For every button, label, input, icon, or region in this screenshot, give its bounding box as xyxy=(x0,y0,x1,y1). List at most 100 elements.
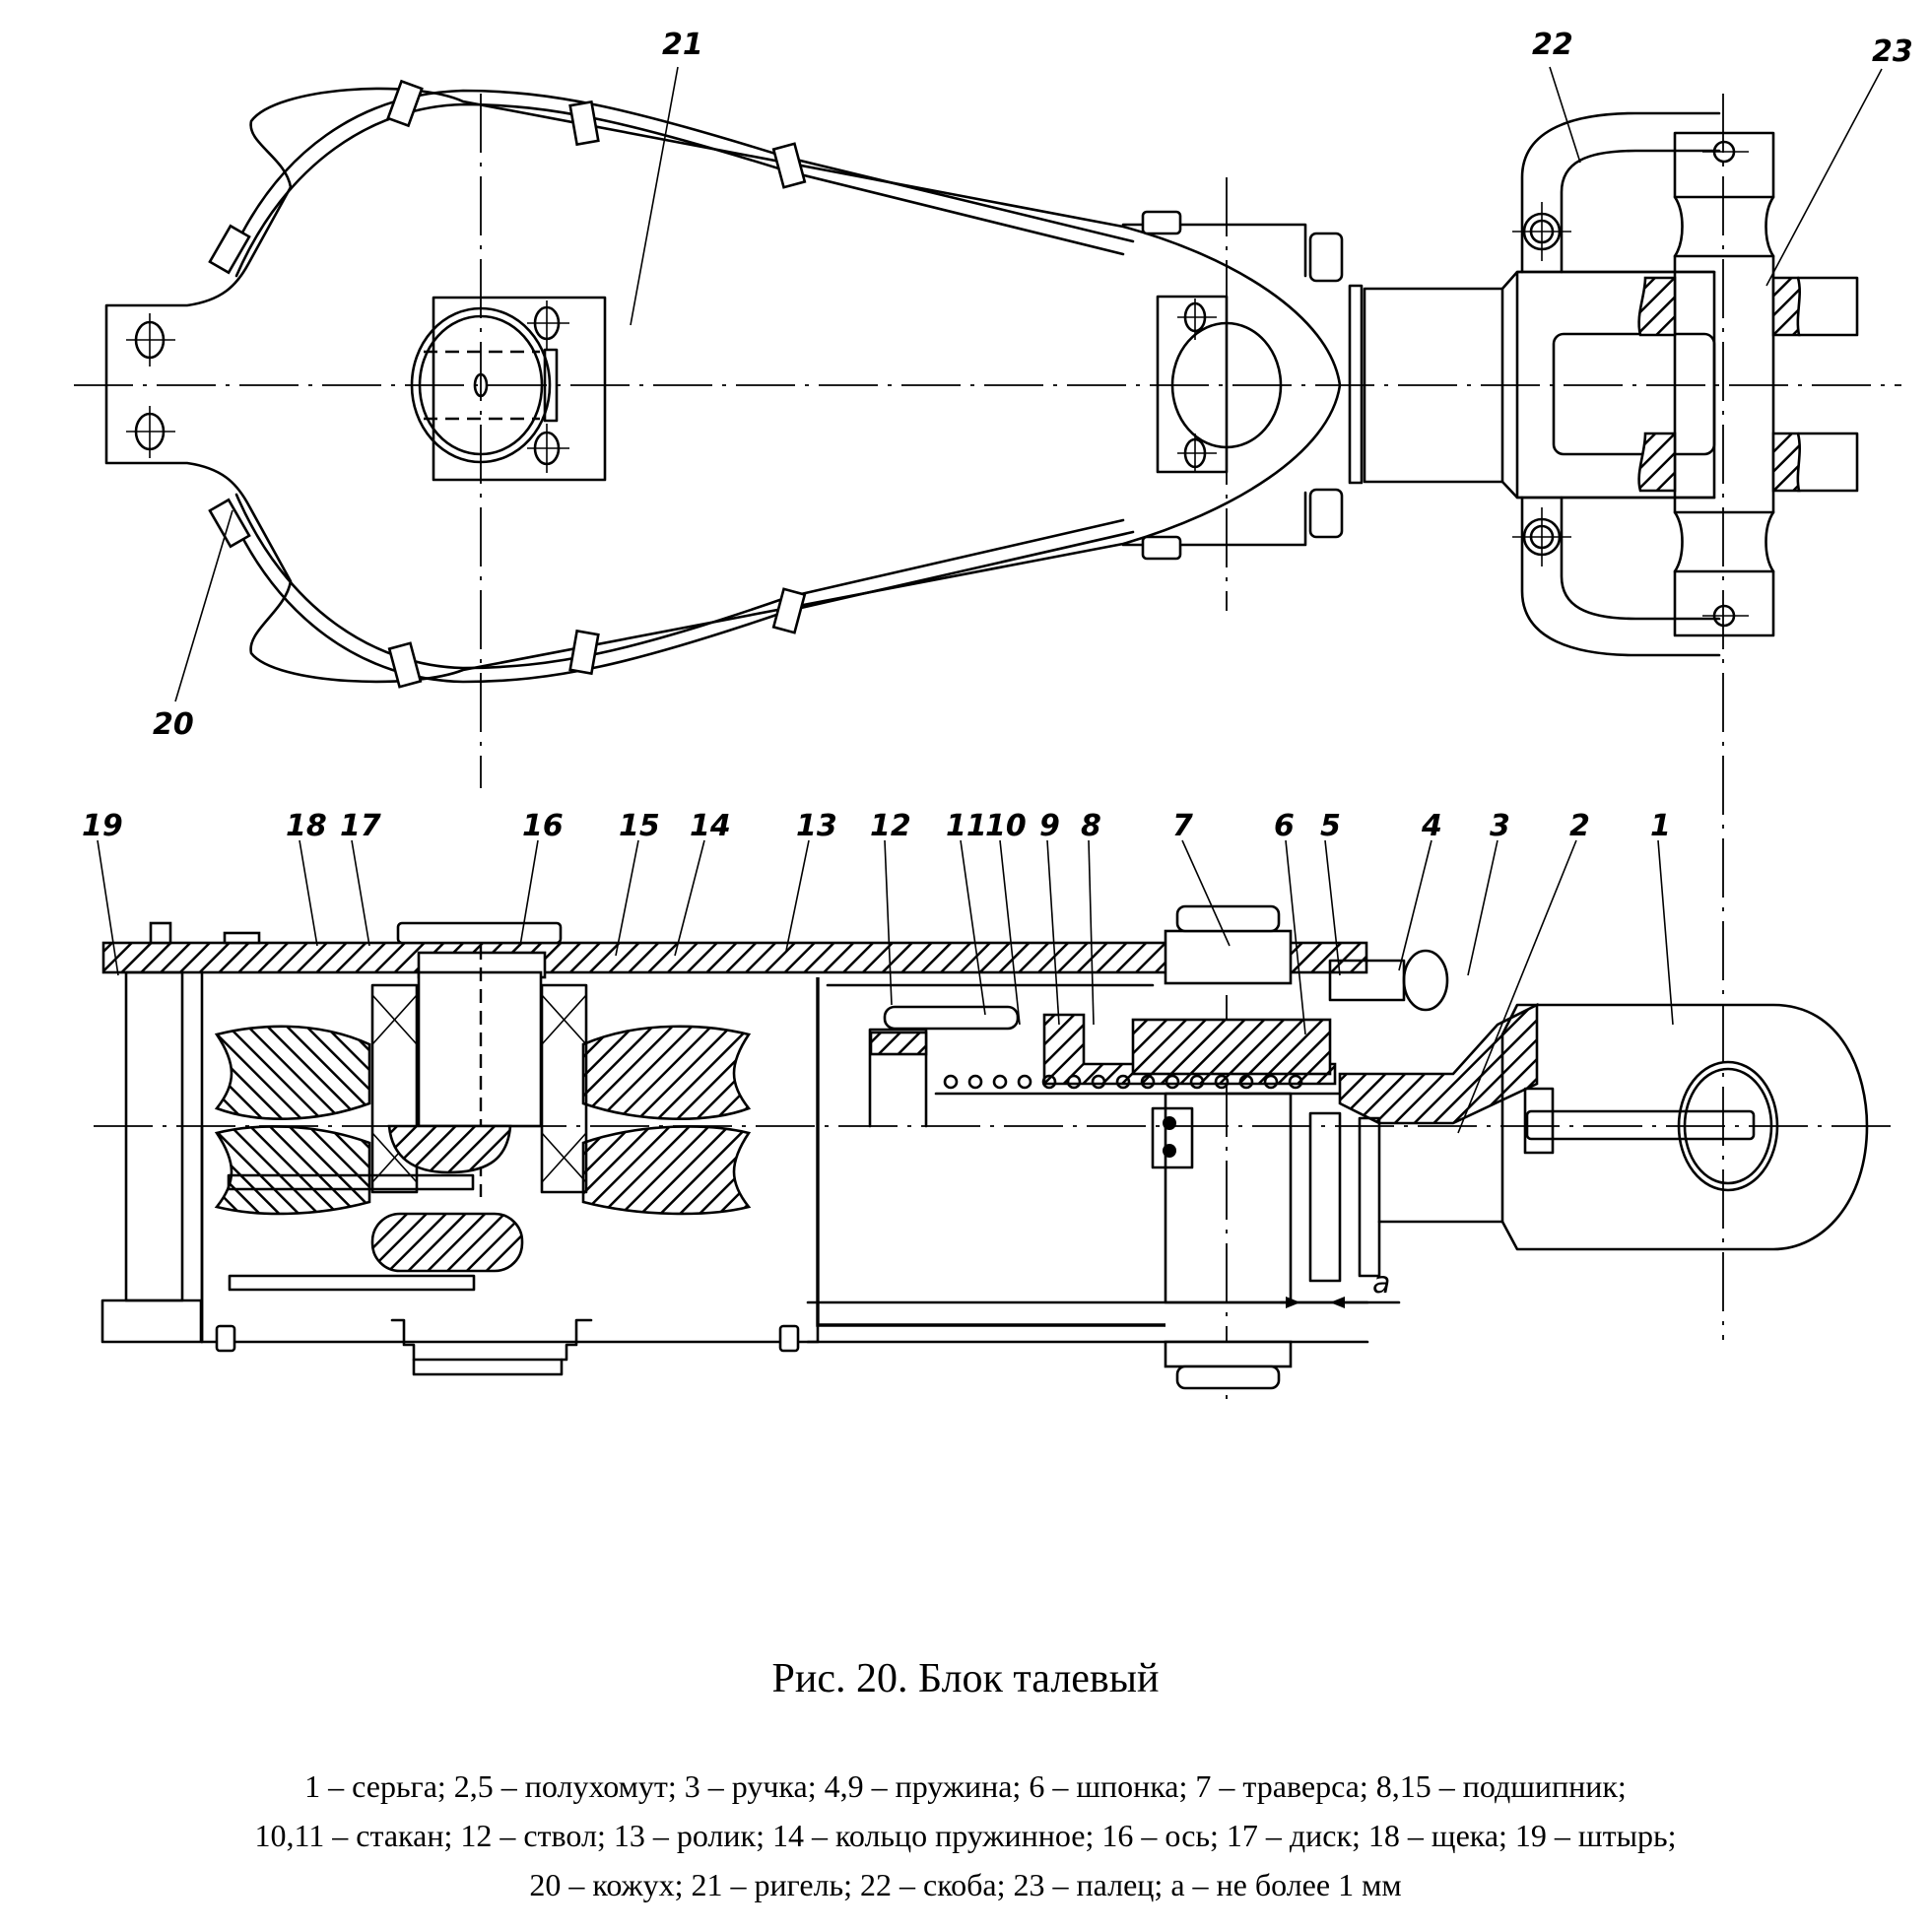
spring-coils xyxy=(943,1074,1303,1090)
staple-outer xyxy=(1520,111,1721,274)
side-section-view: a 19 18 17 16 15 14 xyxy=(82,809,1897,1404)
callout-16: 16 xyxy=(522,809,564,843)
leader-23 xyxy=(1765,68,1883,287)
traverse-top-head xyxy=(1175,904,1281,933)
housing-slot-lower xyxy=(228,1274,476,1292)
bearing-17 xyxy=(370,983,419,1194)
rail-clamp xyxy=(771,587,807,634)
traverse-bottom-block xyxy=(1164,1340,1293,1368)
rail-clamp xyxy=(568,629,600,676)
leader-20 xyxy=(174,509,233,702)
axle-nut xyxy=(396,921,563,945)
axle-outer-ring xyxy=(410,306,552,464)
callout-4: 4 xyxy=(1421,809,1442,843)
leader-21 xyxy=(630,66,679,326)
callout-9: 9 xyxy=(1039,809,1060,843)
dimension-a-label: a xyxy=(1372,1266,1390,1300)
pin-19 xyxy=(124,970,184,1302)
callout-22: 22 xyxy=(1532,28,1573,62)
rail-clamp xyxy=(771,142,807,189)
bearing-15 xyxy=(540,983,588,1194)
shackle-bolt-holes xyxy=(1177,299,1217,473)
side-leaders xyxy=(97,839,1674,1134)
callout-17: 17 xyxy=(340,809,381,843)
callout-1: 1 xyxy=(1650,809,1671,843)
rail-clamp xyxy=(387,641,423,689)
traverse-bolts xyxy=(1151,1106,1194,1169)
axle-lower-head xyxy=(387,1124,512,1174)
neck-collar xyxy=(1348,284,1364,485)
callout-21: 21 xyxy=(662,28,703,62)
cheek-plate-18 xyxy=(101,941,1368,974)
rail-clamps xyxy=(208,79,807,689)
clevis-slot xyxy=(1552,332,1716,456)
callout-8: 8 xyxy=(1081,809,1101,843)
axle-center-hole xyxy=(473,372,489,398)
figure-title: Рис. 20. Блок талевый xyxy=(771,1656,1160,1701)
sheave-13-upper-left xyxy=(214,1025,371,1216)
guard-lug xyxy=(1141,535,1182,561)
callout-7: 7 xyxy=(1172,809,1193,843)
callout-13: 13 xyxy=(796,809,837,843)
guard-lug xyxy=(1141,210,1182,235)
left-flange-holes xyxy=(126,313,175,458)
lug-bolt xyxy=(1308,488,1344,539)
pin-23-body xyxy=(1673,131,1775,637)
callout-19: 19 xyxy=(82,809,123,843)
technical-drawing: 21 22 23 20 xyxy=(74,28,1913,1404)
bottom-handle xyxy=(390,1318,593,1362)
half-clamp-5 xyxy=(1338,1002,1539,1125)
housing-slot-upper xyxy=(227,1173,475,1191)
guard-rail-outer-bottom xyxy=(225,502,1135,684)
callout-2: 2 xyxy=(1569,809,1590,843)
traverse-hatched-body xyxy=(1131,1018,1332,1076)
sheave-13-upper-right xyxy=(581,1025,752,1216)
callout-15: 15 xyxy=(619,809,660,843)
rail-clamp xyxy=(208,498,251,549)
grip-handle xyxy=(370,1212,524,1273)
rail-clamp xyxy=(386,79,424,128)
neck-body xyxy=(1363,287,1504,484)
pin-19-base xyxy=(100,1299,203,1344)
traverse-top-block xyxy=(1164,929,1293,985)
crossbar-bolt-holes xyxy=(527,300,569,473)
half-clamp-2 xyxy=(1308,1111,1342,1283)
guard-rail-outer xyxy=(225,89,1135,268)
legend-line: 20 – кожух; 21 – ригель; 22 – скоба; 23 … xyxy=(529,1867,1402,1902)
traverse-7-lower xyxy=(1164,1092,1293,1304)
lug-bolt xyxy=(1308,232,1344,283)
shackle-1 xyxy=(1500,1003,1869,1251)
rail-clamp xyxy=(208,224,251,275)
guard-rail-inner xyxy=(234,102,1125,278)
callout-11: 11 xyxy=(946,809,987,843)
shackle-nut xyxy=(1523,1087,1555,1155)
shackle-bar xyxy=(1525,1109,1756,1141)
callout-3: 3 xyxy=(1490,809,1510,843)
figure-legend: 1 – серьга; 2,5 – полухомут; 3 – ручка; … xyxy=(0,1762,1931,1909)
callout-18: 18 xyxy=(286,809,327,843)
cup-11 xyxy=(883,1005,1020,1031)
leader-22 xyxy=(1549,66,1581,164)
shackle-plate xyxy=(1156,295,1229,474)
cup-10-outer xyxy=(816,977,1165,1327)
top-view: 21 22 23 20 xyxy=(74,28,1913,1340)
callout-14: 14 xyxy=(690,809,731,843)
spring-4 xyxy=(1328,959,1406,1002)
callout-5: 5 xyxy=(1320,809,1341,843)
legend-line: 10,11 – стакан; 12 – ствол; 13 – ролик; … xyxy=(254,1818,1677,1853)
staple-inner xyxy=(1560,149,1721,274)
callout-23: 23 xyxy=(1872,34,1913,69)
callout-20: 20 xyxy=(153,707,194,742)
crossbar-plate xyxy=(432,296,607,482)
shackle-pin-hole xyxy=(1677,1060,1779,1192)
handle-3 xyxy=(1402,949,1449,1012)
axle-inner-ring xyxy=(418,314,544,456)
pin-bolts xyxy=(1702,140,1749,628)
traverse-bottom-head xyxy=(1175,1365,1281,1390)
shackle-eye xyxy=(1170,321,1283,449)
rail-clamp xyxy=(568,100,600,147)
callout-12: 12 xyxy=(870,809,911,843)
callout-10: 10 xyxy=(985,809,1027,843)
callout-6: 6 xyxy=(1274,809,1295,843)
guard-rail-inner-bottom xyxy=(234,493,1125,670)
